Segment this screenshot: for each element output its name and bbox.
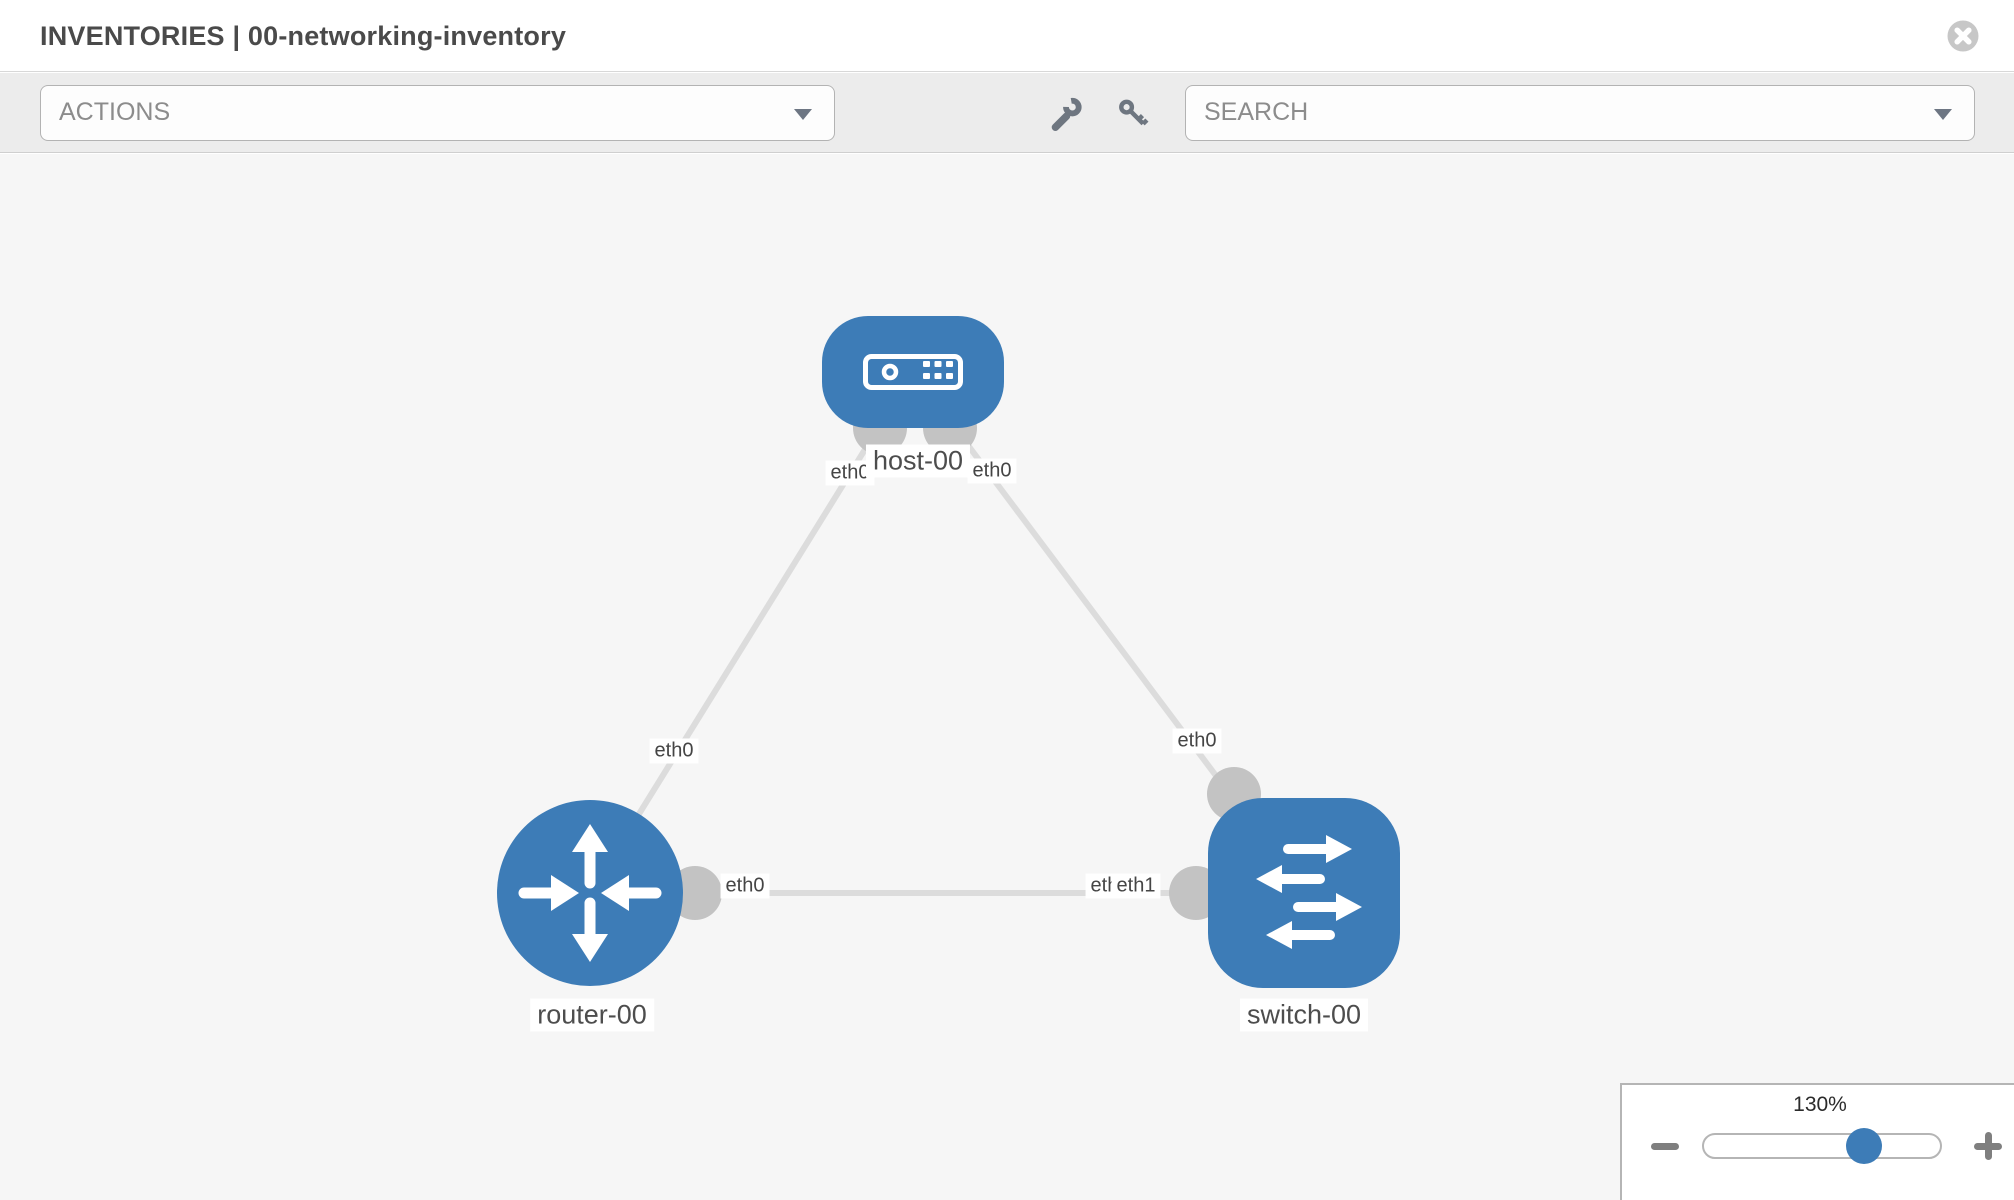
configure-button[interactable] [1048,96,1084,132]
zoom-in-icon[interactable] [1974,1132,2002,1160]
page-title: INVENTORIES | 00-networking-inventory [40,21,567,51]
node-switch-00[interactable] [1208,798,1400,988]
actions-dropdown[interactable]: ACTIONS [40,85,835,141]
node-label-host: host-00 [865,444,971,478]
zoom-slider-thumb[interactable] [1846,1128,1882,1164]
interface-label: eth0 [720,873,770,899]
close-button[interactable] [1946,19,1980,53]
topology-canvas[interactable]: eth0 eth0 eth0 eth0 eth0 eth0 eth1 host-… [0,154,2014,1200]
search-placeholder: SEARCH [1204,98,1309,126]
actions-dropdown-label: ACTIONS [59,98,171,126]
interface-label: eth0 [967,458,1017,484]
credentials-button[interactable] [1116,96,1152,132]
zoom-control-panel: 130% [1620,1083,2014,1200]
key-icon [1119,99,1149,126]
topology-graph [497,316,1400,988]
node-host-00[interactable] [822,316,1004,428]
toolbar: ACTIONS SEARCH [0,73,2014,153]
link-host-router[interactable] [587,370,916,895]
node-label-router: router-00 [530,998,654,1032]
switch-arrows-icon [1256,835,1362,949]
close-icon [1947,20,1979,52]
interface-label: eth0 [649,738,699,764]
node-router-00[interactable] [497,800,683,986]
zoom-slider-track[interactable] [1702,1133,1942,1159]
zoom-level-value: 130% [1793,1093,1847,1116]
chevron-down-icon [1934,109,1952,120]
router-arrows-icon [518,824,662,962]
interface-label: eth1 [1111,873,1161,899]
host-server-icon [863,354,963,390]
zoom-out-icon[interactable] [1651,1143,1679,1150]
interface-label: eth0 [1172,728,1222,754]
wrench-icon [1051,97,1082,131]
node-label-switch: switch-00 [1239,998,1369,1032]
search-dropdown[interactable]: SEARCH [1185,85,1975,141]
header: INVENTORIES | 00-networking-inventory [0,0,2014,72]
interface-ports [668,401,1261,920]
chevron-down-icon [794,109,812,120]
